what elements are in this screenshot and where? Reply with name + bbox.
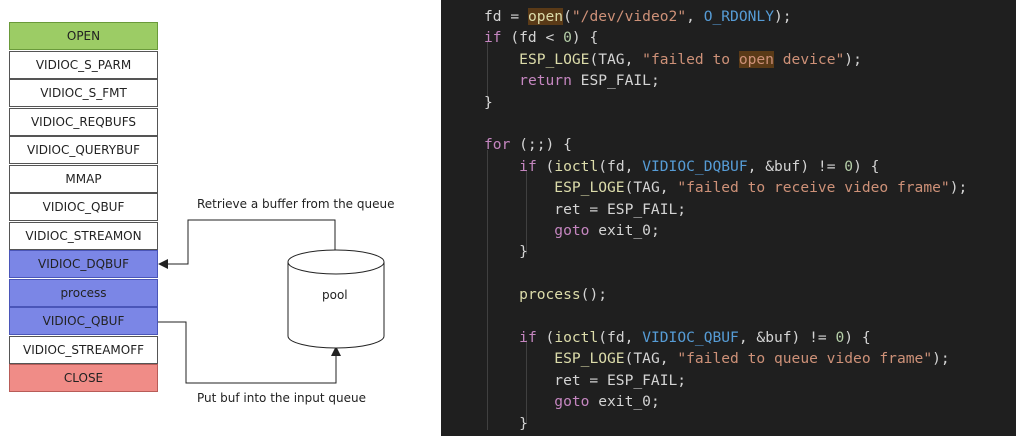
- step-mmap: MMAP: [9, 164, 158, 193]
- pool-cylinder-body: [287, 262, 385, 349]
- step-close: CLOSE: [9, 364, 158, 392]
- code-line[interactable]: ESP_LOGE(TAG, "failed to receive video f…: [554, 179, 968, 197]
- code-line[interactable]: if (ioctl(fd, VIDIOC_QBUF, &buf) != 0) {: [519, 329, 871, 346]
- step-vidioc-s-parm: VIDIOC_S_PARM: [9, 50, 158, 79]
- step-vidioc-qbuf: VIDIOC_QBUF: [9, 307, 158, 335]
- code-line[interactable]: }: [484, 243, 528, 261]
- step-vidioc-qbuf: VIDIOC_QBUF: [9, 193, 158, 221]
- pool-label: pool: [322, 288, 348, 302]
- indent-guide: [487, 150, 488, 430]
- code-line[interactable]: ret = ESP_FAIL;: [484, 371, 687, 389]
- code-line[interactable]: return ESP_FAIL;: [519, 72, 660, 90]
- code-line[interactable]: if (ioctl(fd, VIDIOC_DQBUF, &buf) != 0) …: [519, 157, 880, 175]
- step-vidioc-dqbuf: VIDIOC_DQBUF: [9, 250, 158, 278]
- diagram-connectors: [158, 219, 385, 384]
- code-line[interactable]: }: [484, 414, 528, 432]
- code-line[interactable]: }: [484, 93, 493, 111]
- step-vidioc-streamon: VIDIOC_STREAMON: [9, 221, 158, 250]
- put-label: Put buf into the input queue: [197, 391, 366, 405]
- code-line[interactable]: goto exit_0;: [554, 222, 660, 239]
- step-vidioc-querybuf: VIDIOC_QUERYBUF: [9, 136, 158, 164]
- step-open: OPEN: [9, 22, 158, 50]
- put-connector: [158, 321, 337, 384]
- retrieve-arrowhead: [158, 259, 168, 269]
- pool-cylinder-top: [287, 249, 385, 275]
- step-vidioc-reqbufs: VIDIOC_REQBUFS: [9, 107, 158, 136]
- indent-guide: [487, 42, 488, 106]
- code-line[interactable]: ESP_LOGE(TAG, "failed to queue video fra…: [554, 350, 950, 368]
- code-line[interactable]: fd = open("/dev/video2", O_RDONLY);: [484, 8, 792, 25]
- retrieve-connector: [164, 219, 336, 265]
- code-line[interactable]: if (fd < 0) {: [484, 29, 599, 47]
- indent-guide: [526, 340, 527, 424]
- code-editor-panel: fd = open("/dev/video2", O_RDONLY);if (f…: [441, 0, 1016, 436]
- code-line[interactable]: ret = ESP_FAIL;: [484, 200, 687, 218]
- code-line[interactable]: process();: [519, 286, 608, 304]
- indent-guide: [526, 170, 527, 254]
- code-line[interactable]: goto exit_0;: [554, 393, 660, 411]
- retrieve-label: Retrieve a buffer from the queue: [197, 197, 395, 211]
- step-vidioc-streamoff: VIDIOC_STREAMOFF: [9, 335, 158, 364]
- step-vidioc-s-fmt: VIDIOC_S_FMT: [9, 79, 158, 107]
- put-arrowhead: [331, 346, 341, 356]
- code-line[interactable]: for (;;) {: [484, 136, 572, 154]
- step-process: process: [9, 278, 158, 307]
- code-line[interactable]: ESP_LOGE(TAG, "failed to open device");: [519, 50, 862, 68]
